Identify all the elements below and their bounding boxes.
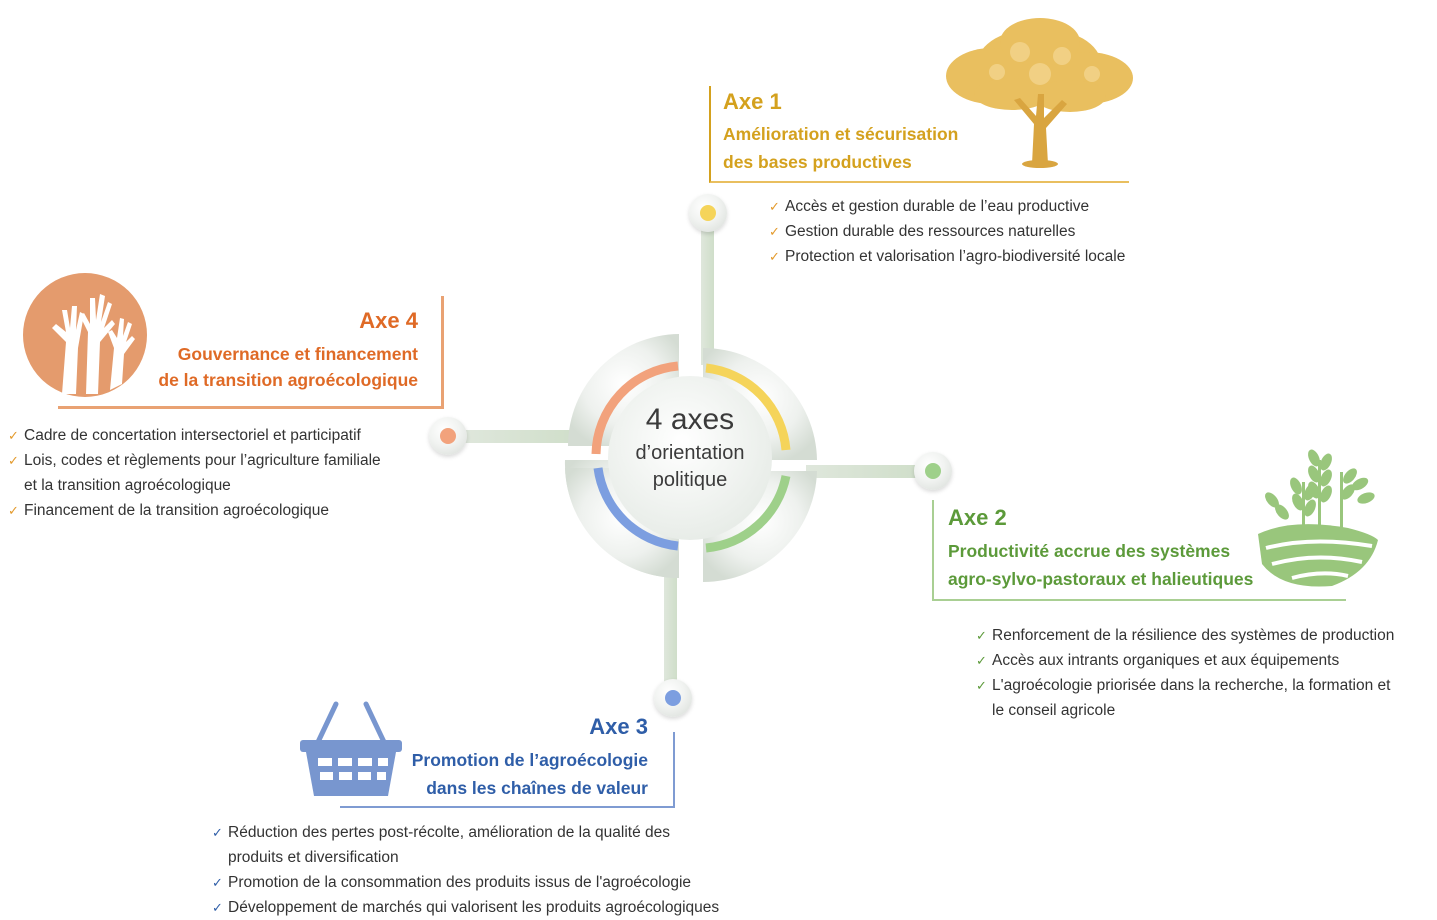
check-icon: ✓: [212, 900, 223, 915]
center-title: 4 axes: [645, 403, 735, 436]
axe3-bullet-list: ✓Réduction des pertes post-récolte, amél…: [212, 820, 772, 920]
check-icon: ✓: [769, 199, 780, 214]
axe2-bullet-list: ✓Renforcement de la résilience des systè…: [976, 623, 1431, 723]
list-item: ✓Financement de la transition agroécolog…: [8, 498, 428, 523]
ring-arc-green: [705, 475, 791, 553]
check-icon: ✓: [212, 875, 223, 890]
center-subtitle-line1: d’orientation: [635, 442, 745, 464]
raised-hands-icon: [23, 273, 147, 397]
check-icon: ✓: [212, 825, 223, 840]
tree-icon: [946, 18, 1133, 168]
list-item: ✓Accès aux intrants organiques et aux éq…: [976, 648, 1431, 673]
ring-arc-blue: [593, 467, 679, 551]
axe1-subtitle-line2: des bases productives: [723, 152, 912, 172]
axe2-subtitle-line1: Productivité accrue des systèmes: [948, 541, 1231, 561]
list-item: produits et diversification: [228, 849, 399, 866]
wheat-field-icon: [1258, 449, 1378, 587]
basket-icon: [300, 701, 402, 796]
axe4-bullet-list: ✓Cadre de concertation intersectoriel et…: [8, 423, 428, 523]
axe1-title: Axe 1: [723, 89, 782, 114]
check-icon: ✓: [976, 628, 987, 643]
axe1-header-frame: [709, 86, 1129, 183]
axe4-title: Axe 4: [359, 308, 418, 333]
axe2-header-frame: [932, 500, 1346, 601]
connector-axe1: [701, 225, 714, 365]
connector-axe4: [462, 430, 582, 443]
center-disk: [564, 334, 817, 582]
check-icon: ✓: [769, 249, 780, 264]
list-item: ✓Réduction des pertes post-récolte, amél…: [212, 820, 772, 845]
axe3-subtitle-line1: Promotion de l’agroécologie: [411, 750, 648, 770]
axe3-title: Axe 3: [589, 714, 648, 739]
knob-axe3: [654, 679, 692, 717]
list-item: ✓Renforcement de la résilience des systè…: [976, 623, 1431, 648]
axe3-subtitle-line2: dans les chaînes de valeur: [426, 778, 648, 798]
connector-axe3: [664, 575, 677, 683]
knob-axe1: [689, 194, 727, 232]
axe1-subtitle-line1: Amélioration et sécurisation: [723, 124, 959, 144]
connector-axe2: [806, 465, 924, 478]
list-item: ✓L'agroécologie priorisée dans la recher…: [976, 673, 1431, 698]
check-icon: ✓: [8, 428, 19, 443]
list-item: ✓Gestion durable des ressources naturell…: [769, 219, 1189, 244]
axe3-header-frame: [340, 732, 675, 808]
check-icon: ✓: [976, 678, 987, 693]
axe4-subtitle-line2: de la transition agroécologique: [158, 370, 418, 390]
knob-axe4: [429, 417, 467, 455]
list-item: le conseil agricole: [992, 702, 1116, 719]
list-item: ✓Développement de marchés qui valorisent…: [212, 895, 772, 920]
list-item: ✓Cadre de concertation intersectoriel et…: [8, 423, 428, 448]
axe4-subtitle-line1: Gouvernance et financement: [177, 344, 418, 364]
center-subtitle-line2: politique: [652, 469, 728, 491]
check-icon: ✓: [8, 453, 19, 468]
list-item: ✓Protection et valorisation l’agro-biodi…: [769, 244, 1189, 269]
ring-arc-orange: [591, 361, 679, 455]
axe2-subtitle-line2: agro-sylvo-pastoraux et halieutiques: [948, 569, 1254, 589]
list-item: ✓Lois, codes et règlements pour l’agricu…: [8, 448, 428, 473]
axe2-title: Axe 2: [948, 505, 1007, 530]
check-icon: ✓: [769, 224, 780, 239]
check-icon: ✓: [8, 503, 19, 518]
ring-arc-yellow: [705, 363, 791, 451]
axe4-header-frame: [58, 296, 444, 409]
list-item: ✓Promotion de la consommation des produi…: [212, 870, 772, 895]
check-icon: ✓: [976, 653, 987, 668]
list-item: et la transition agroécologique: [24, 477, 231, 494]
axe1-bullet-list: ✓Accès et gestion durable de l’eau produ…: [769, 194, 1189, 269]
inner-disk: [608, 376, 772, 540]
list-item: ✓Accès et gestion durable de l’eau produ…: [769, 194, 1189, 219]
knob-axe2: [914, 452, 952, 490]
